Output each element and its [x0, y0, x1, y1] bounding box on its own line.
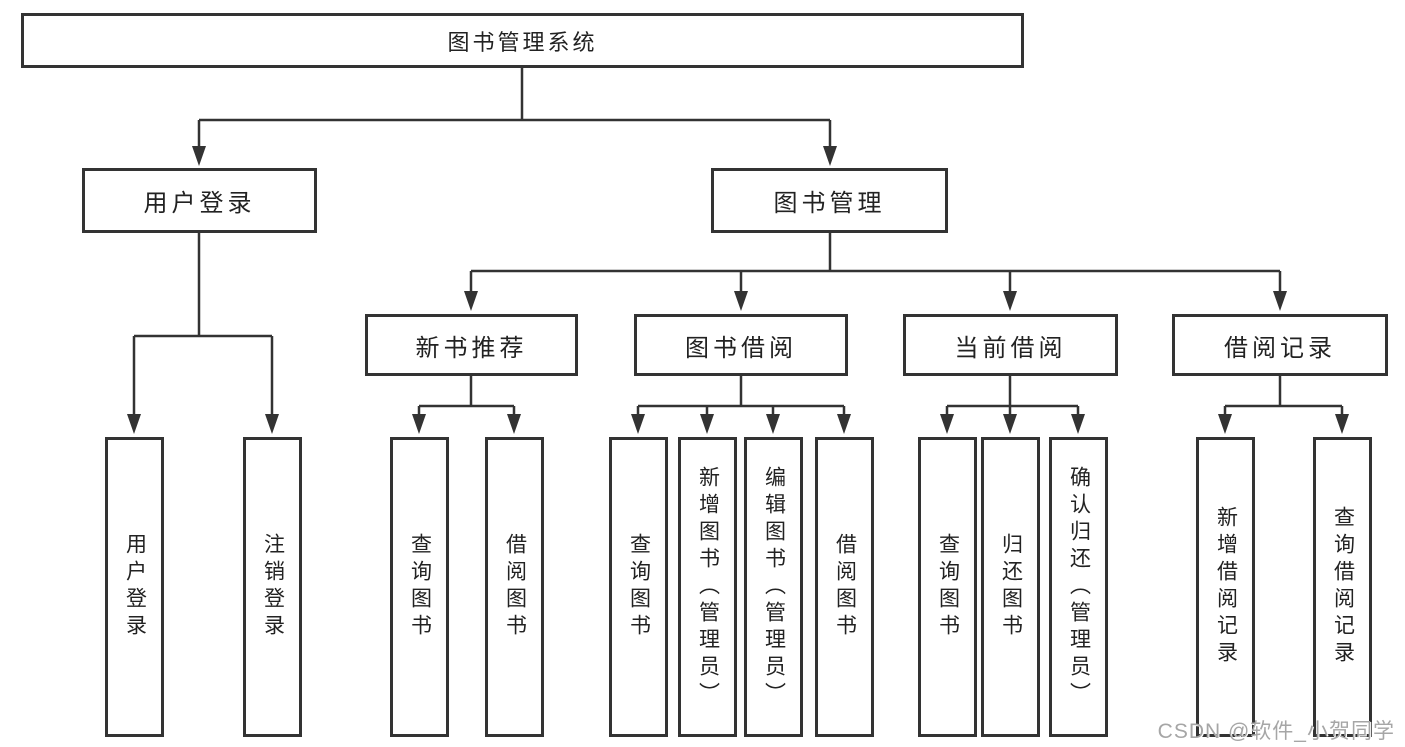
- leaf-add-borrow-record: 新增借阅记录: [1196, 437, 1255, 737]
- node-book-borrowing: 图书借阅: [634, 314, 848, 376]
- leaf-add-book-admin: 新增图书（管理员）: [678, 437, 737, 737]
- csdn-watermark: CSDN @软件_小贺同学: [1157, 720, 1395, 743]
- leaf-query-books-borrow: 查询图书: [609, 437, 668, 737]
- node-book-management: 图书管理: [711, 168, 948, 233]
- leaf-return-books: 归还图书: [981, 437, 1040, 737]
- leaf-query-borrow-record: 查询借阅记录: [1313, 437, 1372, 737]
- leaf-user-login: 用户登录: [105, 437, 164, 737]
- node-new-book-recommendation: 新书推荐: [365, 314, 578, 376]
- connector-path: [132, 68, 1344, 418]
- leaf-edit-book-admin: 编辑图书（管理员）: [744, 437, 803, 737]
- leaf-confirm-return-admin: 确认归还（管理员）: [1049, 437, 1108, 737]
- leaf-logout: 注销登录: [243, 437, 302, 737]
- leaf-query-books-current: 查询图书: [918, 437, 977, 737]
- leaf-borrow-books-recommend: 借阅图书: [485, 437, 544, 737]
- node-user-login: 用户登录: [82, 168, 317, 233]
- node-borrowing-records: 借阅记录: [1172, 314, 1388, 376]
- leaf-borrow-books: 借阅图书: [815, 437, 874, 737]
- node-current-borrowing: 当前借阅: [903, 314, 1118, 376]
- node-library-management-system: 图书管理系统: [21, 13, 1024, 68]
- leaf-query-books-recommend: 查询图书: [390, 437, 449, 737]
